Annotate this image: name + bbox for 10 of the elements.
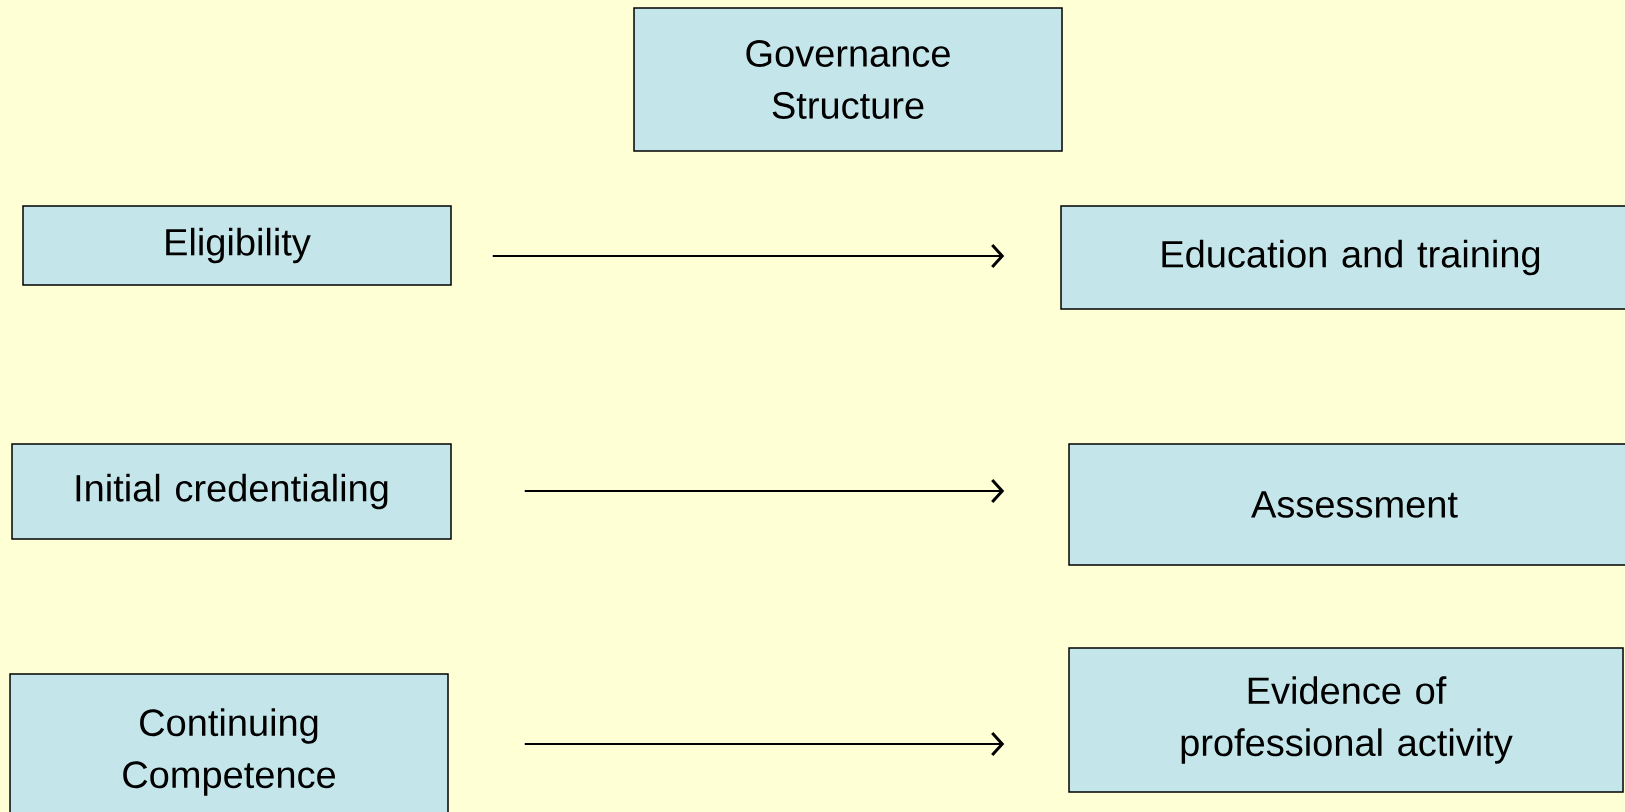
box: Eligibility: [22, 205, 452, 286]
arrow: [491, 244, 1005, 268]
arrow: [523, 479, 1005, 503]
box: Education and training: [1060, 205, 1625, 310]
box: Governance Structure: [633, 7, 1063, 152]
box: Continuing Competence: [9, 673, 449, 812]
box: Evidence of professional activity: [1068, 647, 1624, 793]
arrow: [523, 732, 1005, 756]
box: Assessment: [1068, 443, 1625, 566]
box: Initial credentialing: [11, 443, 452, 540]
